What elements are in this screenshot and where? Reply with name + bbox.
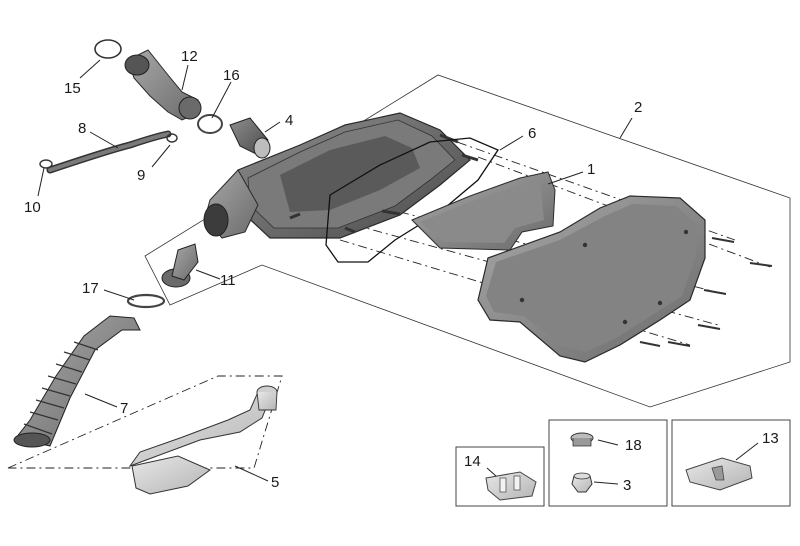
intake-duct [128, 385, 278, 495]
filter-cover [477, 195, 706, 363]
bellows-hose [13, 315, 141, 448]
part-label-2: 2 [634, 99, 642, 116]
part-label-3: 3 [623, 477, 631, 494]
part-label-11: 11 [220, 272, 236, 289]
hose-clamp [94, 39, 122, 59]
clip-part [485, 471, 537, 501]
bushing-part [571, 472, 593, 493]
rubber-sleeve [229, 117, 271, 159]
part-label-13: 13 [762, 430, 779, 447]
spring-clip-part [685, 457, 753, 491]
part-label-16: 16 [223, 67, 240, 84]
leader-lines [37, 59, 759, 485]
air-filter-housing [203, 112, 479, 239]
hose-clamp [126, 293, 166, 309]
part-label-17: 17 [82, 280, 99, 297]
assembly-outline [144, 74, 791, 408]
drain-plug [161, 243, 199, 288]
part-label-8: 8 [78, 120, 86, 137]
part-label-15: 15 [64, 80, 81, 97]
inlet-duct [124, 49, 202, 121]
part-label-14: 14 [464, 453, 481, 470]
part-label-10: 10 [24, 199, 41, 216]
gasket-outline [325, 137, 499, 263]
cover-screws [639, 237, 773, 347]
part-label-12: 12 [181, 48, 198, 65]
part-label-6: 6 [528, 125, 536, 142]
part-label-1: 1 [587, 161, 595, 178]
part-label-4: 4 [285, 112, 293, 129]
part-label-7: 7 [120, 400, 128, 417]
small-clamp [166, 133, 178, 143]
hose-clamp [197, 114, 223, 134]
grommet-part [570, 432, 594, 447]
part-label-5: 5 [271, 474, 279, 491]
small-clamp [39, 159, 53, 169]
inset-box-3-18 [548, 419, 668, 507]
duct-group-outline [7, 375, 283, 469]
part-label-18: 18 [625, 437, 642, 454]
part-label-9: 9 [137, 167, 145, 184]
